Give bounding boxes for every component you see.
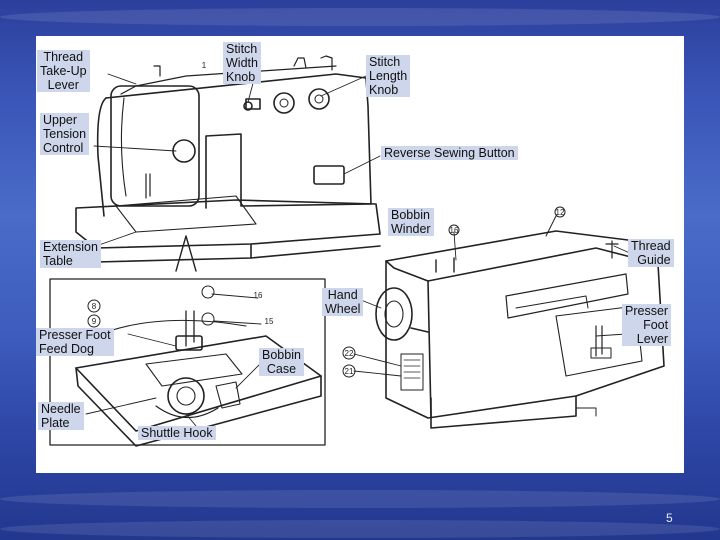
leader-lines bbox=[85, 71, 633, 427]
detail-arrow bbox=[175, 235, 197, 272]
diagram-panel: 1 8 9 16 15 22 21 16 12 Thread Take-Up L… bbox=[36, 36, 684, 473]
callout-8: 8 bbox=[92, 302, 97, 311]
callout-9: 9 bbox=[92, 317, 97, 326]
front-machine-illustration bbox=[75, 55, 381, 263]
callout-21: 21 bbox=[345, 367, 354, 376]
callout-16: 16 bbox=[254, 291, 263, 300]
callout-22: 22 bbox=[345, 349, 354, 358]
page-number: 5 bbox=[666, 511, 673, 525]
svg-text:1: 1 bbox=[202, 61, 207, 70]
label-needle-plate: Needle Plate bbox=[38, 402, 84, 430]
label-upper-tension-control: Upper Tension Control bbox=[40, 113, 90, 155]
callout-12: 12 bbox=[556, 208, 565, 217]
label-extension-table: Extension Table bbox=[40, 240, 101, 268]
callout-15: 15 bbox=[265, 317, 274, 326]
label-presser-foot-lever: Presser Foot Lever bbox=[622, 304, 672, 346]
label-bobbin-winder: Bobbin Winder bbox=[388, 208, 434, 236]
label-presser-foot-feed-dog: Presser Foot Feed Dog bbox=[36, 328, 114, 356]
callout-numbers: 1 8 9 16 15 22 21 16 12 bbox=[92, 61, 565, 376]
background-wave bbox=[0, 490, 720, 508]
label-thread-take-up-lever: Thread Take-Up Lever bbox=[37, 50, 90, 92]
label-hand-wheel: Hand Wheel bbox=[322, 288, 364, 316]
sewing-machine-drawing: 1 8 9 16 15 22 21 16 12 bbox=[49, 55, 665, 447]
side-machine-illustration bbox=[342, 206, 665, 429]
label-reverse-sewing-button: Reverse Sewing Button bbox=[381, 146, 518, 160]
callout-16b: 16 bbox=[450, 226, 459, 235]
label-thread-guide: Thread Guide bbox=[628, 239, 674, 267]
label-stitch-length-knob: Stitch Length Knob bbox=[366, 55, 411, 97]
label-bobbin-case: Bobbin Case bbox=[259, 348, 304, 376]
label-stitch-width-knob: Stitch Width Knob bbox=[223, 42, 261, 84]
background-wave bbox=[0, 8, 720, 26]
background-wave bbox=[0, 520, 720, 538]
label-shuttle-hook: Shuttle Hook bbox=[138, 426, 216, 440]
